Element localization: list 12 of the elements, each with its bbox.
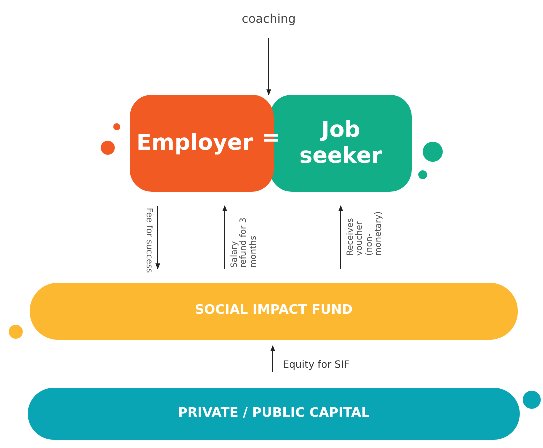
- edge-label: Salary refund for 3 months: [231, 216, 260, 268]
- edge-label: Receives voucher (non-monetary): [347, 212, 384, 256]
- edge-label: Equity for SIF: [283, 360, 351, 371]
- text-label: coaching: [235, 10, 303, 30]
- arrow: [270, 345, 276, 372]
- arrow: [156, 206, 160, 270]
- arrow: [266, 38, 272, 96]
- capital-box: PRIVATE / PUBLIC CAPITAL: [28, 388, 520, 440]
- fund-box: SOCIAL IMPACT FUND: [30, 283, 518, 340]
- arrow: [222, 205, 228, 270]
- edge-label: Fee for success: [144, 208, 153, 276]
- arrow: [338, 205, 344, 270]
